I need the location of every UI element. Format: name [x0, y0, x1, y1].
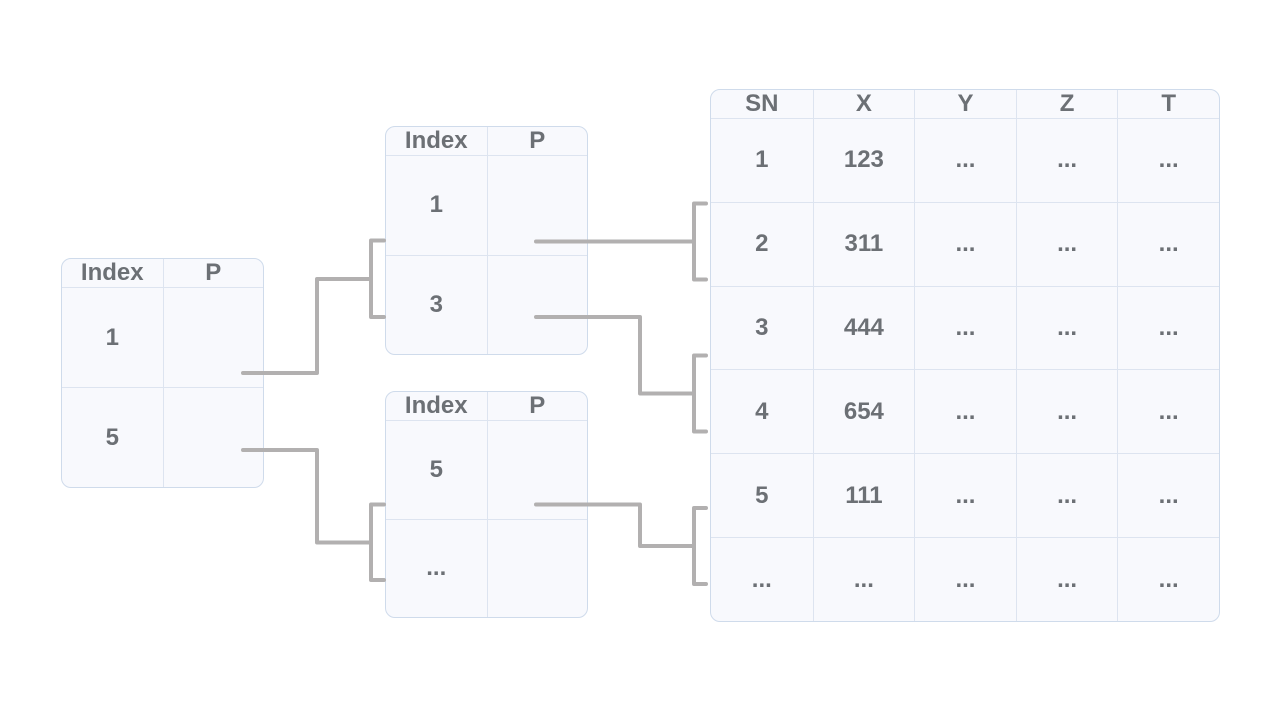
cell: ...: [711, 537, 813, 621]
header-cell: Index: [404, 392, 468, 419]
cell: ...: [1117, 537, 1219, 621]
cell: 1: [62, 287, 163, 387]
cell: ...: [914, 453, 1016, 538]
table-row: 5: [386, 420, 587, 519]
bracket-data-rows-5-6: [692, 506, 708, 586]
header-cell: Z: [1015, 90, 1118, 118]
header-cell: T: [1117, 90, 1219, 118]
cell: ...: [914, 285, 1016, 370]
cell: 111: [812, 453, 915, 538]
table-row: 1: [62, 287, 263, 387]
cell: ...: [1117, 118, 1219, 202]
cell: [486, 420, 587, 519]
cell: 654: [812, 369, 915, 454]
cell: ...: [1117, 201, 1219, 286]
cell: 123: [812, 118, 915, 202]
table-row: 1: [386, 155, 587, 255]
header-row: Index P: [386, 392, 587, 420]
table-row: ...: [386, 518, 587, 618]
cell: 1: [711, 118, 813, 202]
bracket-inner-bottom-block: [369, 502, 386, 582]
cell: 5: [62, 387, 163, 487]
cell: ...: [812, 537, 915, 621]
cell: 5: [386, 420, 487, 519]
cell: 311: [812, 201, 915, 286]
table-row: 3: [386, 254, 587, 355]
cell: 5: [711, 453, 813, 537]
cell: ...: [1015, 285, 1118, 370]
cell: 3: [386, 254, 487, 355]
cell: [162, 387, 263, 487]
header-row: Index P: [386, 127, 587, 155]
cell: 1: [386, 155, 487, 255]
cell: 4: [711, 369, 813, 453]
bracket-data-rows-1-2: [692, 201, 708, 282]
cell: ...: [1117, 453, 1219, 538]
table-row: 5: [62, 387, 263, 487]
cell: ...: [1015, 369, 1118, 454]
bracket-inner-top-block: [369, 238, 386, 319]
bracket-data-rows-3-4: [692, 353, 708, 434]
header-cell: Y: [914, 90, 1016, 118]
header-cell: P: [486, 127, 588, 155]
cell: ...: [386, 518, 487, 618]
cell: ...: [1015, 453, 1118, 538]
cell: ...: [1117, 369, 1219, 454]
header-cell: SN: [745, 90, 779, 117]
cell: [162, 287, 263, 387]
header-cell: Index: [404, 127, 468, 154]
cell: 3: [711, 285, 813, 370]
cell: [486, 254, 587, 354]
cell: ...: [1117, 285, 1219, 370]
cell: ...: [1015, 201, 1118, 286]
header-row: Index P: [62, 259, 263, 287]
cell: ...: [914, 118, 1016, 202]
table-row: ...............: [711, 537, 1219, 621]
cell: ...: [1015, 118, 1118, 202]
cell: ...: [1015, 537, 1118, 621]
cell: ...: [914, 201, 1016, 286]
cell: ...: [914, 369, 1016, 454]
cell: 2: [711, 201, 813, 286]
cell: [486, 155, 587, 255]
cell: [486, 518, 587, 617]
cell: 444: [812, 285, 915, 370]
header-cell: Index: [80, 259, 144, 286]
cell: ...: [914, 537, 1016, 621]
header-cell: X: [812, 90, 915, 118]
header-cell: P: [162, 259, 264, 287]
header-cell: P: [486, 392, 588, 420]
